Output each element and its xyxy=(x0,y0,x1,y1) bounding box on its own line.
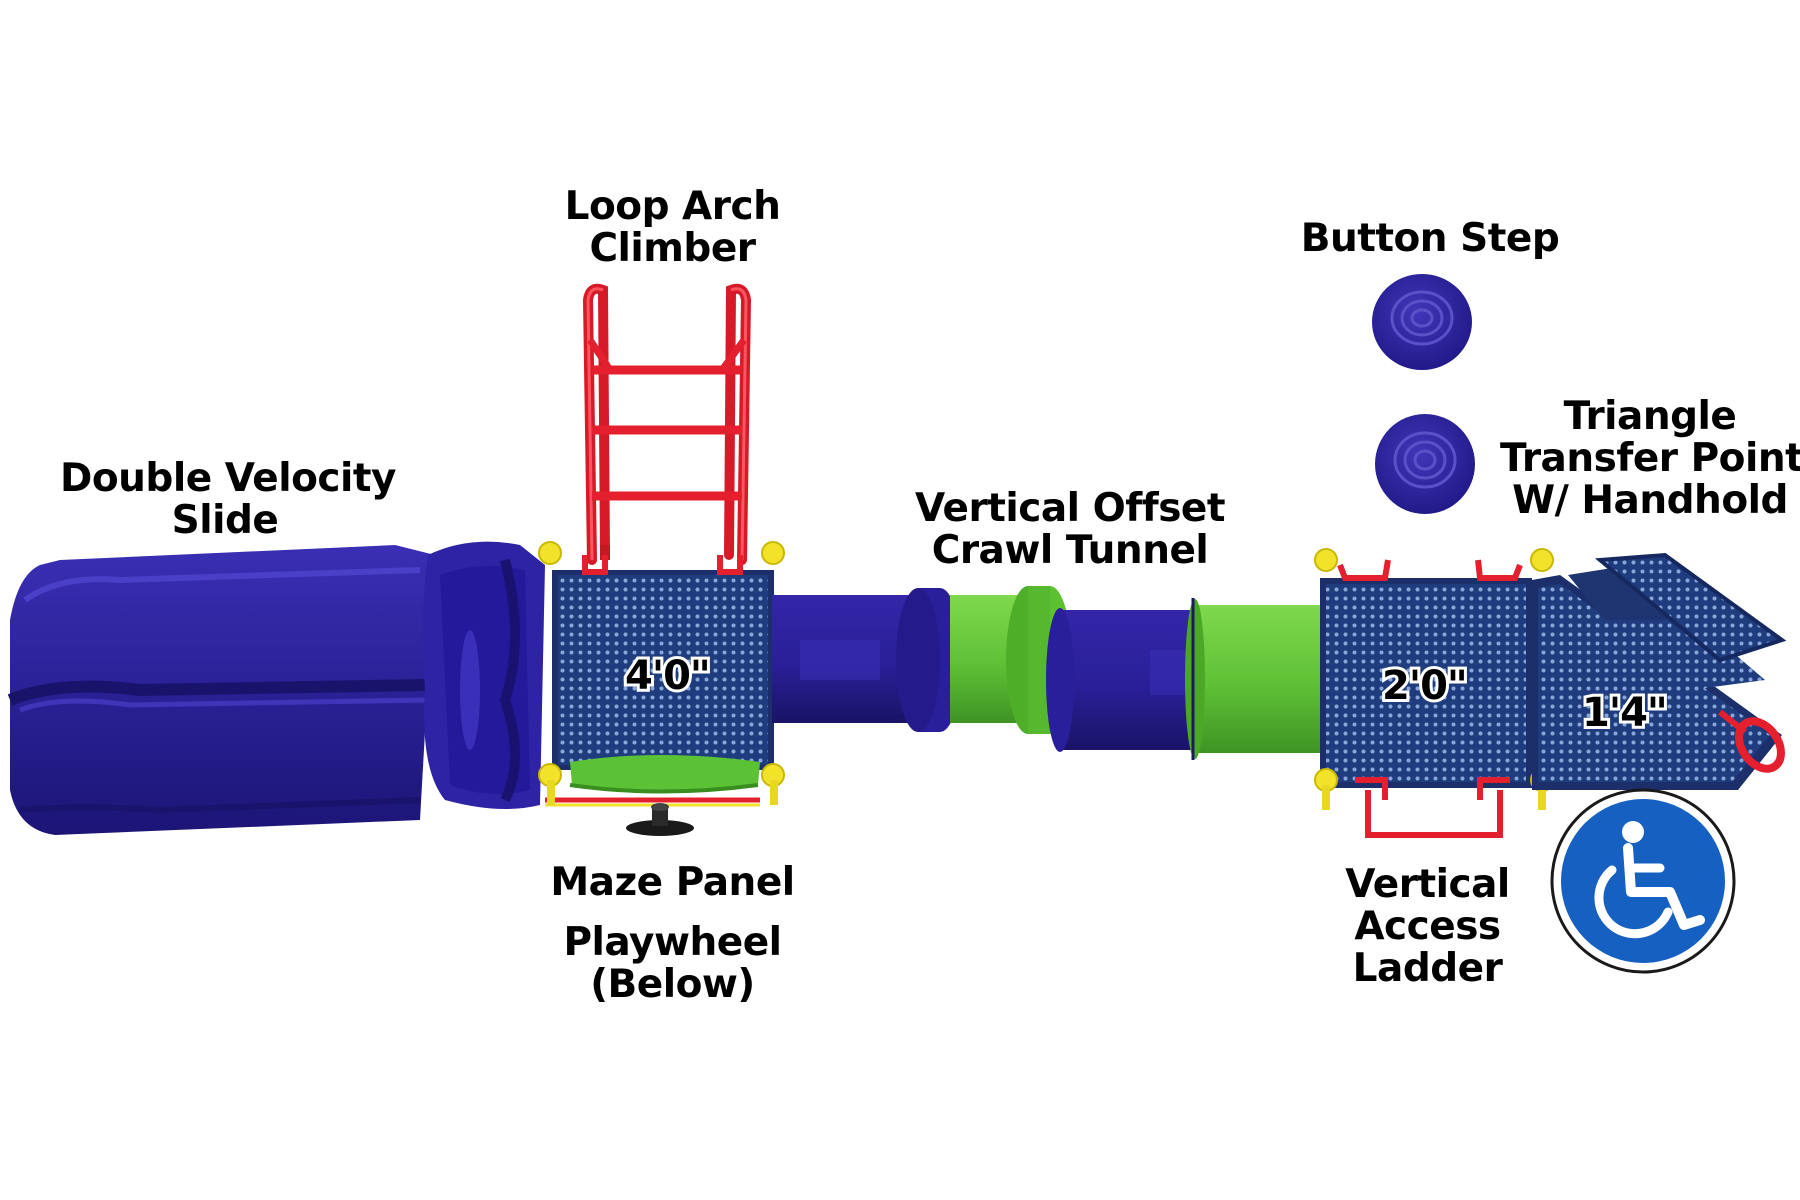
label-vertical-offset-crawl-tunnel-line1: Vertical Offset xyxy=(914,486,1226,531)
wheelchair-accessibility-icon xyxy=(1550,788,1736,974)
label-playwheel-line2: (Below) xyxy=(590,962,755,1007)
loop-arch-climber xyxy=(582,283,752,565)
deck-left xyxy=(538,541,785,807)
label-vertical-access-ladder-line1: Vertical xyxy=(1345,862,1510,907)
button-step-1 xyxy=(1372,274,1472,370)
label-playwheel: Playwheel (Below) xyxy=(530,922,815,1006)
triangle-transfer-point xyxy=(1532,552,1787,790)
label-vertical-access-ladder-line2: Access xyxy=(1354,904,1501,949)
label-vertical-offset-crawl-tunnel-line2: Crawl Tunnel xyxy=(931,528,1209,573)
label-loop-arch-climber-line2: Climber xyxy=(589,226,756,271)
label-maze-panel: Maze Panel xyxy=(550,860,795,905)
button-step-2 xyxy=(1375,414,1475,514)
label-double-velocity-slide: Double Velocity Slide xyxy=(60,456,396,543)
deck-right xyxy=(1314,548,1554,838)
label-loop-arch-climber: Loop Arch Climber xyxy=(530,186,815,270)
label-triangle-transfer-point-line3: W/ Handhold xyxy=(1512,478,1788,523)
label-double-velocity-slide-line2: Slide xyxy=(171,498,279,543)
crawl-tunnel xyxy=(772,586,1330,760)
label-button-step: Button Step xyxy=(1300,216,1560,261)
label-vertical-offset-crawl-tunnel: Vertical Offset Crawl Tunnel xyxy=(900,488,1240,572)
label-triangle-transfer-point-line1: Triangle xyxy=(1563,394,1737,439)
double-velocity-slide xyxy=(7,541,545,835)
dimension-deck-left: 4'0" xyxy=(622,650,714,702)
label-triangle-transfer-point: Triangle Transfer Point W/ Handhold xyxy=(1500,396,1800,522)
label-triangle-transfer-point-line2: Transfer Point xyxy=(1500,436,1800,481)
label-loop-arch-climber-line1: Loop Arch xyxy=(564,184,781,229)
label-playwheel-line1: Playwheel xyxy=(563,920,782,965)
label-vertical-access-ladder: Vertical Access Ladder xyxy=(1320,864,1535,990)
label-vertical-access-ladder-line3: Ladder xyxy=(1352,946,1503,991)
dimension-deck-right: 2'0" xyxy=(1379,660,1471,712)
label-double-velocity-slide-line1: Double Velocity xyxy=(60,456,396,501)
dimension-triangle-deck: 1'4" xyxy=(1579,687,1671,739)
playwheel xyxy=(626,803,694,836)
